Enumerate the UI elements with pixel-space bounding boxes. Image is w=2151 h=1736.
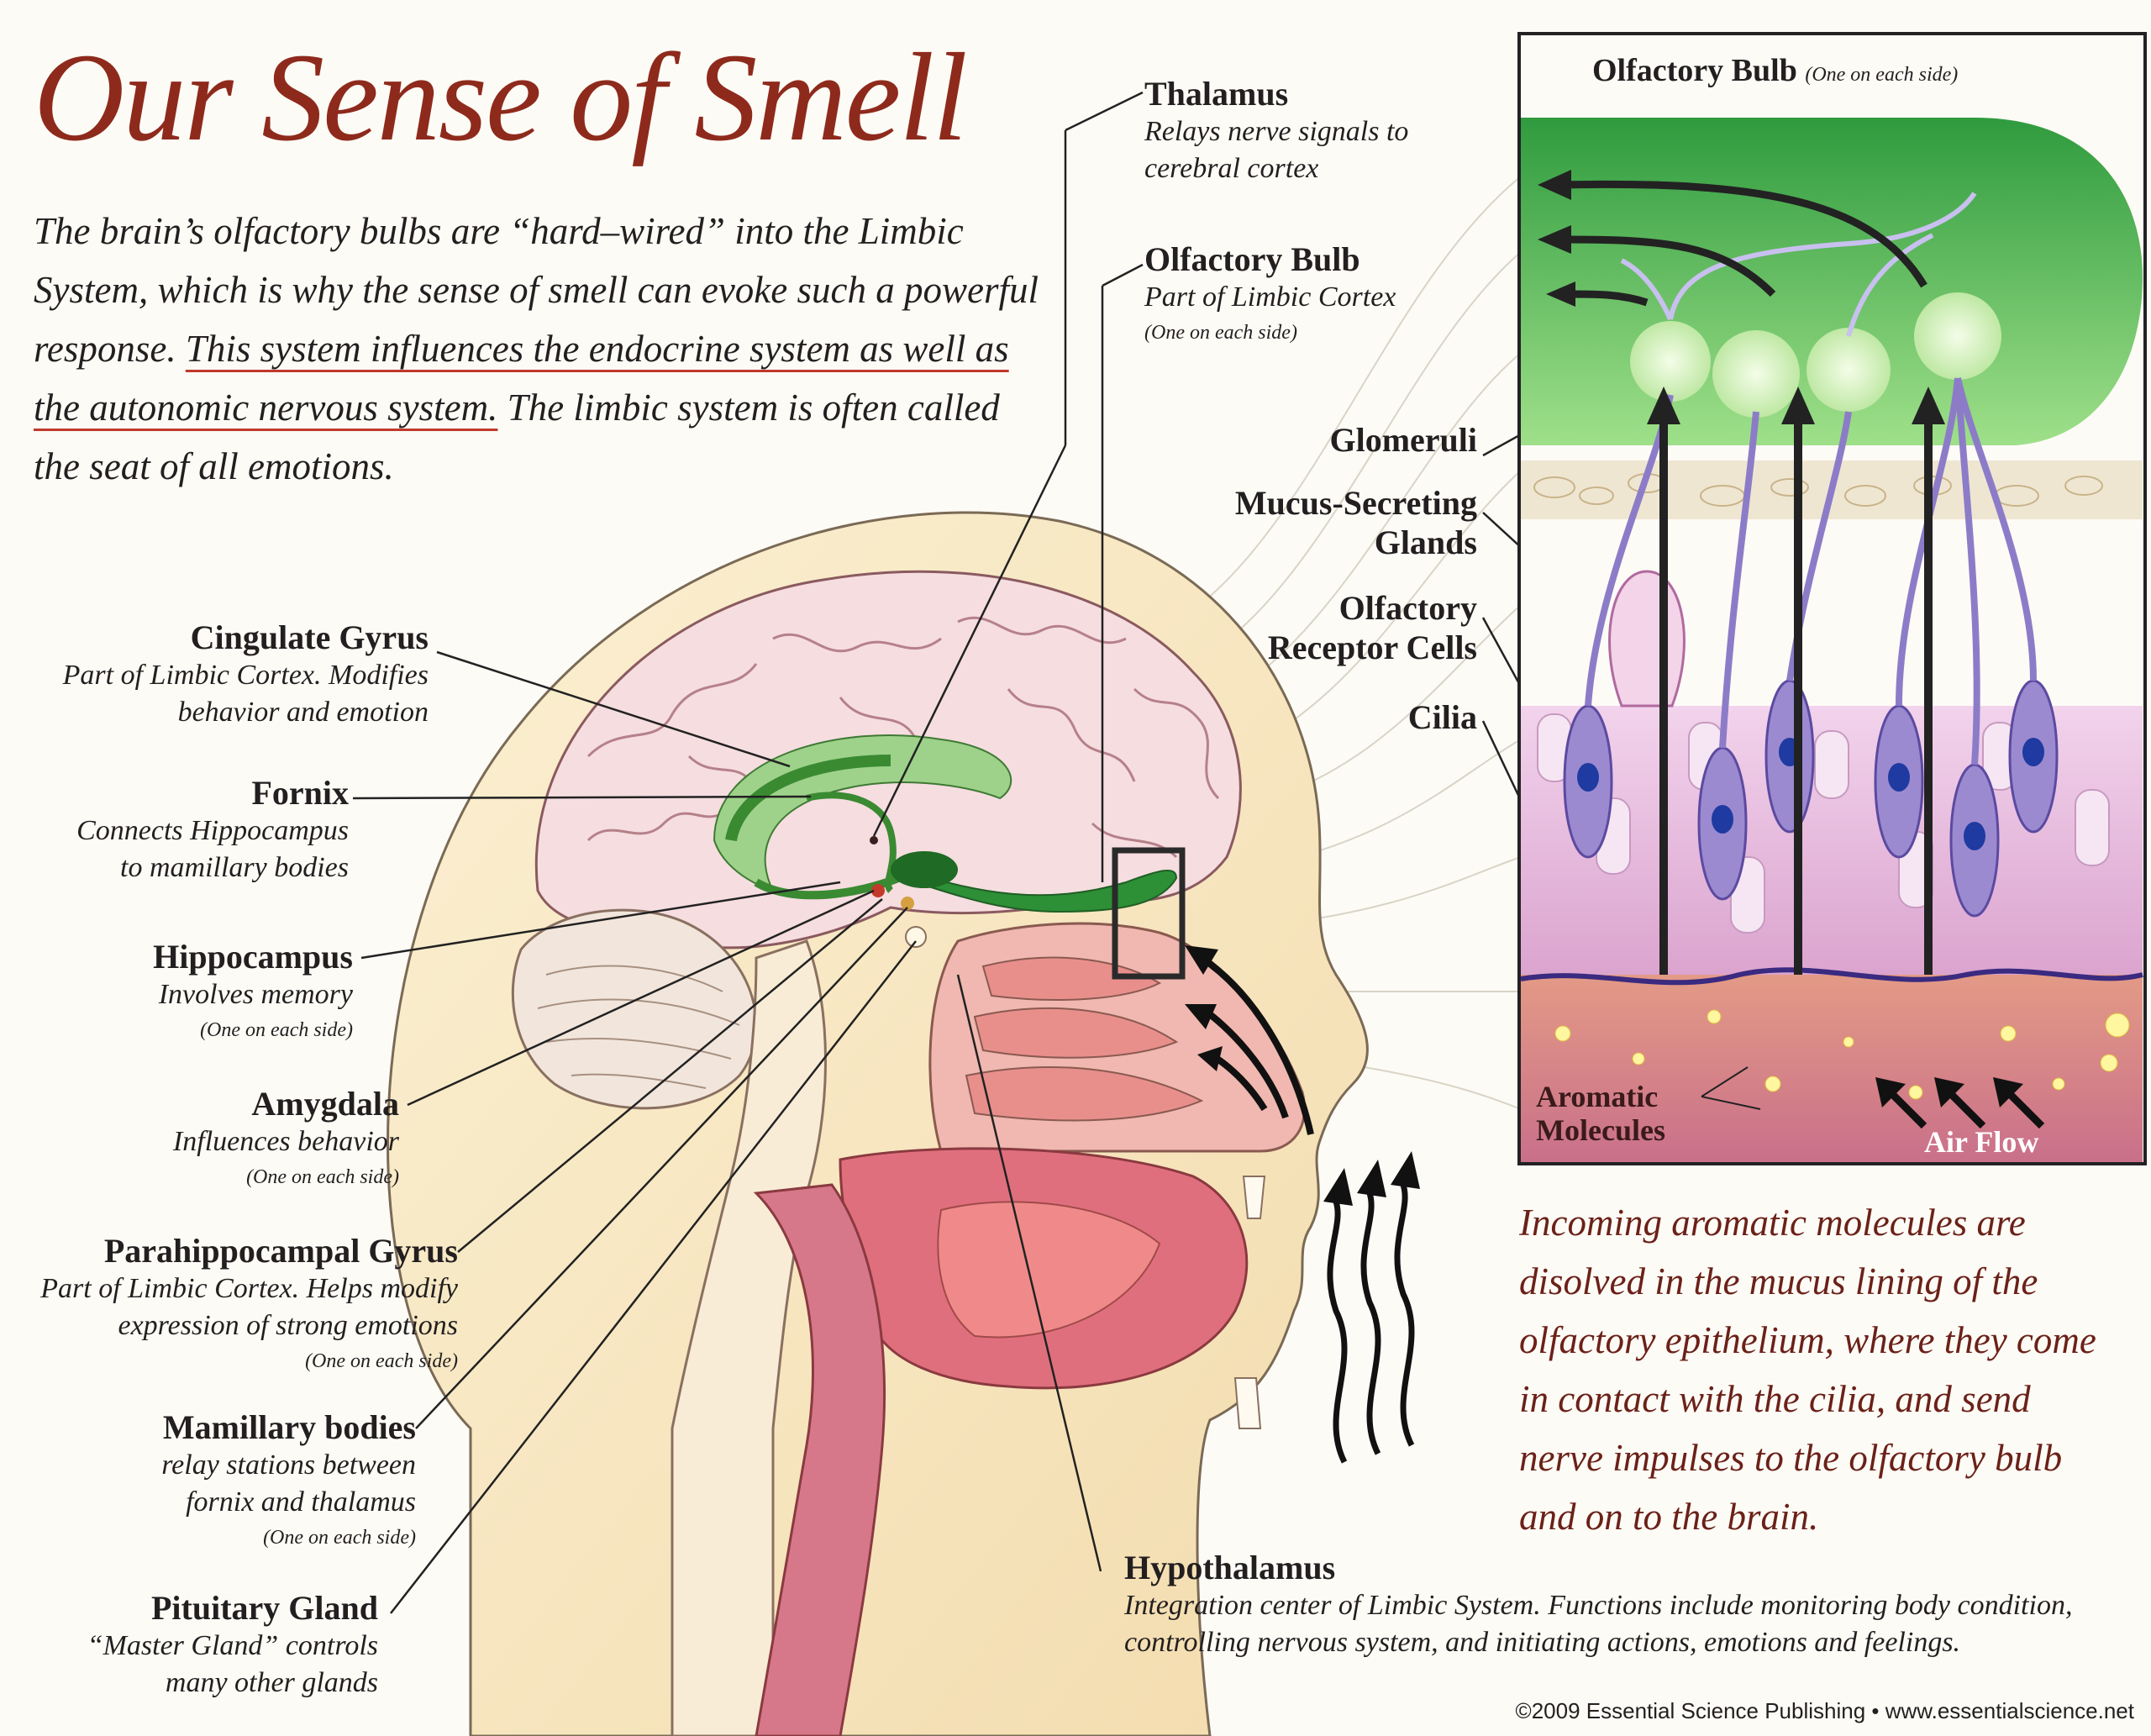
cilia-name: Cilia <box>1407 698 1477 736</box>
label-receptor-cells: Olfactory Receptor Cells <box>1268 588 1477 667</box>
receptor-name2: Receptor Cells <box>1267 629 1477 666</box>
label-air-flow: Air Flow <box>1924 1124 2038 1160</box>
panel-subtitle: (One on each side) <box>1805 64 1959 86</box>
mucus-name1: Mucus-Secreting <box>1234 484 1477 522</box>
label-aromatic-molecules: Aromatic Molecules <box>1536 1080 1665 1147</box>
fornix-desc1: Connects Hippocampus <box>76 815 349 846</box>
olfactory-highlight-box <box>1112 847 1186 980</box>
label-amygdala: Amygdala Influences behavior (One on eac… <box>173 1084 399 1194</box>
parahippocampal-note: (One on each side) <box>305 1350 458 1372</box>
intro-part2: The limbic system is often called the se… <box>34 387 1000 487</box>
panel-title: Olfactory Bulb (One on each side) <box>1592 52 1958 89</box>
thalamus-name: Thalamus <box>1144 75 1289 113</box>
pituitary-desc1: “Master Gland” controls <box>87 1630 378 1661</box>
mamillary-name: Mamillary bodies <box>162 1408 416 1446</box>
aromatic-line2: Molecules <box>1536 1113 1665 1147</box>
cingulate-name: Cingulate Gyrus <box>190 618 429 656</box>
intro-part1: The brain’s olfactory bulbs are “hard–wi… <box>34 210 1039 370</box>
olfactory-bulb-name: Olfactory Bulb <box>1144 240 1360 278</box>
fornix-desc2: to mamillary bodies <box>120 852 349 883</box>
label-olfactory-bulb: Olfactory Bulb Part of Limbic Cortex (On… <box>1144 239 1396 350</box>
parahippocampal-desc1: Part of Limbic Cortex. Helps modify <box>40 1273 458 1304</box>
pituitary-name: Pituitary Gland <box>150 1589 378 1627</box>
caption-paragraph: Incoming aromatic molecules are disolved… <box>1519 1202 2096 1538</box>
label-parahippocampal-gyrus: Parahippocampal Gyrus Part of Limbic Cor… <box>40 1231 458 1378</box>
label-fornix: Fornix Connects Hippocampus to mamillary… <box>76 773 349 886</box>
cingulate-desc1: Part of Limbic Cortex. Modifies <box>62 660 429 691</box>
label-mucus-glands: Mucus-Secreting Glands <box>1235 483 1477 562</box>
copyright: ©2009 Essential Science Publishing • www… <box>1515 1698 2134 1723</box>
label-cingulate-gyrus: Cingulate Gyrus Part of Limbic Cortex. M… <box>63 618 429 731</box>
olfactory-panel <box>1517 32 2147 1165</box>
panel-title-text: Olfactory Bulb <box>1592 53 1797 88</box>
cingulate-desc2: behavior and emotion <box>177 697 429 728</box>
label-glomeruli: Glomeruli <box>1329 420 1477 460</box>
parahippocampal-desc2: expression of strong emotions <box>118 1310 458 1341</box>
hippocampus-name: Hippocampus <box>153 938 353 976</box>
mucus-name2: Glands <box>1374 523 1477 561</box>
aromatic-line1: Aromatic <box>1536 1080 1659 1113</box>
mamillary-desc2: fornix and thalamus <box>186 1486 416 1518</box>
airflow-text: Air Flow <box>1924 1125 2039 1159</box>
head-cross-section <box>387 511 1420 1736</box>
fornix-name: Fornix <box>251 774 349 812</box>
thalamus-desc1: Relays nerve signals to <box>1144 116 1409 147</box>
pituitary-desc2: many other glands <box>165 1667 378 1698</box>
amygdala-note: (One on each side) <box>246 1166 399 1188</box>
olfactory-bulb-desc: Part of Limbic Cortex <box>1144 281 1396 313</box>
label-cilia: Cilia <box>1408 697 1477 737</box>
hippocampus-note: (One on each side) <box>200 1019 353 1041</box>
mamillary-desc1: relay stations between <box>161 1449 416 1481</box>
label-hippocampus: Hippocampus Involves memory (One on each… <box>153 937 353 1047</box>
hypothalamus-desc2: controlling nervous system, and initiati… <box>1124 1627 1961 1658</box>
label-mamillary-bodies: Mamillary bodies relay stations between … <box>161 1407 416 1555</box>
receptor-name1: Olfactory <box>1338 589 1477 627</box>
hypothalamus-desc1: Integration center of Limbic System. Fun… <box>1124 1590 2073 1621</box>
intro-underlined: This system influences the endocrine sys… <box>34 328 1009 429</box>
leader-lines <box>352 91 1635 1614</box>
amygdala-desc: Influences behavior <box>172 1126 399 1157</box>
olfactory-bulb-note: (One on each side) <box>1144 322 1297 344</box>
amygdala-name: Amygdala <box>251 1085 399 1123</box>
parahippocampal-name: Parahippocampal Gyrus <box>103 1232 458 1270</box>
label-thalamus: Thalamus Relays nerve signals to cerebra… <box>1144 74 1408 187</box>
label-hypothalamus: Hypothalamus Integration center of Limbi… <box>1124 1548 2072 1661</box>
hippocampus-desc: Involves memory <box>158 979 353 1010</box>
label-pituitary-gland: Pituitary Gland “Master Gland” controls … <box>87 1588 378 1702</box>
hypothalamus-name: Hypothalamus <box>1124 1549 1336 1586</box>
intro-paragraph: The brain’s olfactory bulbs are “hard–wi… <box>34 202 1042 496</box>
thalamus-desc2: cerebral cortex <box>1144 153 1319 184</box>
page-title: Our Sense of Smell <box>34 28 968 167</box>
glomeruli-name: Glomeruli <box>1329 421 1477 459</box>
mamillary-note: (One on each side) <box>263 1527 416 1549</box>
